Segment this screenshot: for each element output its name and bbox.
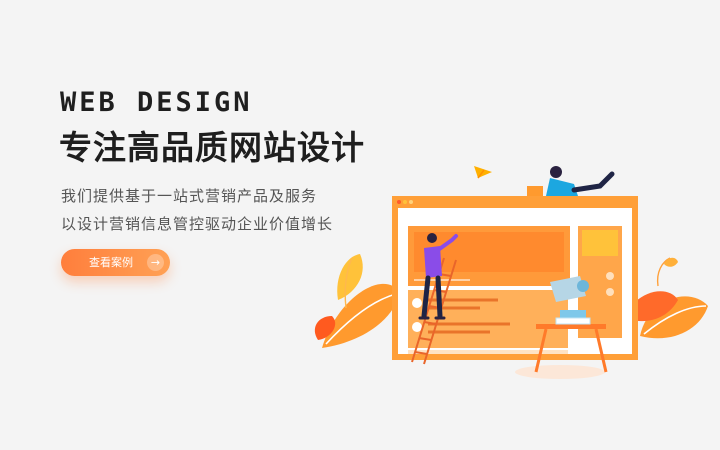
- man-body: [424, 246, 442, 278]
- reading-person-head: [550, 166, 562, 178]
- website-design-illustration: [314, 166, 708, 379]
- right-leaf-big: [640, 296, 708, 339]
- right-leaf-vein: [643, 305, 707, 335]
- ladder-rung: [414, 351, 428, 355]
- subtitle-line-2: 以设计营销信息管控驱动企业价值增长: [61, 215, 334, 233]
- content-bottom-strip: [408, 350, 568, 354]
- telescope-tube: [550, 276, 586, 302]
- left-leaf-red: [314, 316, 336, 340]
- laptop: [527, 186, 543, 196]
- page-title: 专注高品质网站设计: [59, 128, 365, 167]
- telescope-base: [555, 317, 591, 325]
- reading-person-legs: [571, 171, 615, 193]
- paper-plane-fold: [477, 169, 485, 179]
- man-on-ladder: [418, 233, 458, 320]
- content-lower-icon: [412, 298, 422, 308]
- man-head: [427, 233, 437, 243]
- content-sidebar-dot-2: [606, 288, 614, 296]
- table-leg: [534, 328, 548, 373]
- window-dot-orange: [403, 200, 407, 204]
- subtitle-line-1: 我们提供基于一站式营销产品及服务: [61, 187, 318, 205]
- right-leaf-sprig-leaf: [664, 257, 678, 267]
- man-arm: [436, 234, 458, 252]
- table-leg: [594, 328, 608, 373]
- left-leaf-stem: [344, 257, 353, 309]
- table-top: [536, 324, 606, 329]
- eyebrow-text: WEB DESIGN: [60, 87, 253, 118]
- reading-person-body: [546, 178, 578, 196]
- window-dot-red: [397, 200, 401, 204]
- ladder-rung: [423, 321, 437, 325]
- arrow-right-icon: →: [147, 254, 164, 271]
- left-leaf-big: [322, 283, 400, 348]
- view-cases-button[interactable]: 查看案例 →: [61, 249, 170, 276]
- content-sidebar-dot-1: [606, 272, 614, 280]
- ladder-rung: [418, 337, 432, 341]
- window-dot-light: [409, 200, 413, 204]
- content-lower-icon-2: [412, 322, 422, 332]
- table-telescope: [534, 276, 608, 373]
- telescope-lens: [577, 280, 589, 292]
- floor-shadow: [515, 365, 605, 379]
- left-leaf-vein: [325, 293, 397, 345]
- content-sidebar-box: [582, 230, 618, 256]
- left-leaf-top: [337, 254, 363, 300]
- man-legs: [421, 275, 443, 319]
- left-leaf-plant: [314, 254, 400, 348]
- view-cases-label: 查看案例: [89, 256, 133, 269]
- reading-person: [527, 166, 615, 196]
